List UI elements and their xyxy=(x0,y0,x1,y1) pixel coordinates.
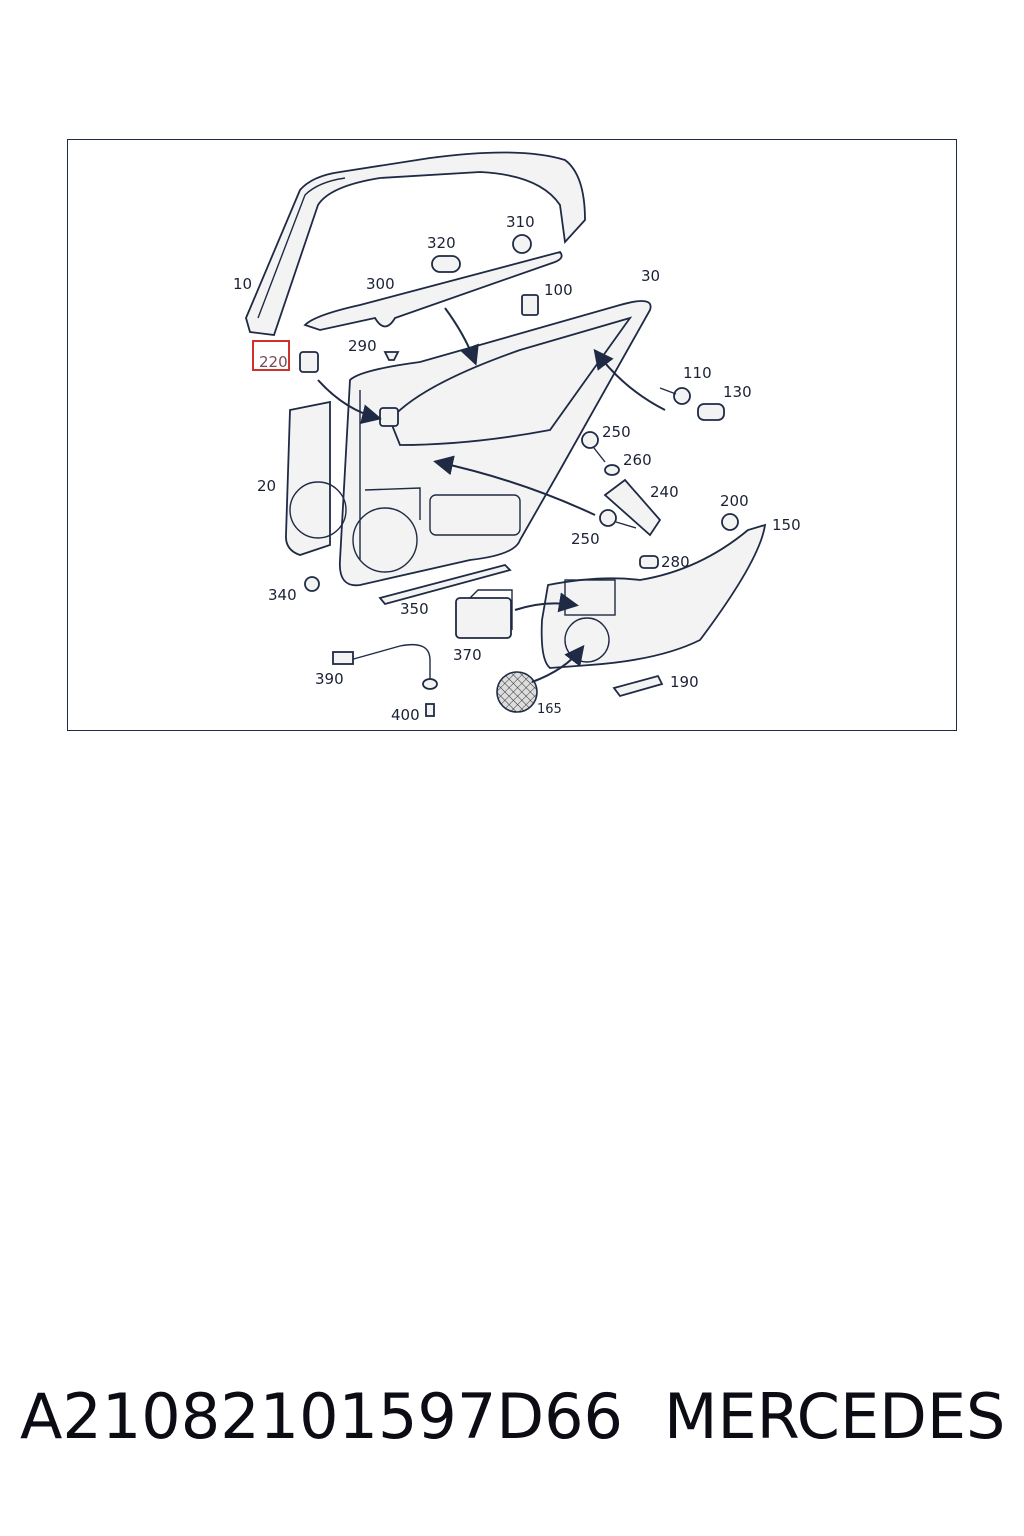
pull-handle xyxy=(612,674,664,698)
part-400-bulb xyxy=(425,703,435,717)
part-250-screw-top xyxy=(581,431,599,449)
part-340-screw xyxy=(304,576,320,592)
callout-310: 310 xyxy=(506,213,535,231)
callout-190: 190 xyxy=(670,673,699,691)
part-280-clip xyxy=(639,555,659,569)
callout-165: 165 xyxy=(537,702,562,717)
callout-30: 30 xyxy=(641,267,660,285)
exploded-parts-diagram: 10 20 30 100 110 130 150 165 190 200 220… xyxy=(233,151,801,724)
upper-trim-strip xyxy=(303,250,563,331)
callout-350: 350 xyxy=(400,600,429,618)
callout-340: 340 xyxy=(268,586,297,604)
part-320-grommet xyxy=(431,255,461,273)
part-130-srs-badge xyxy=(697,403,725,421)
speaker-grille xyxy=(496,671,538,713)
callout-labels: 10 20 30 100 110 130 150 165 190 200 220… xyxy=(233,213,801,724)
part-220-button xyxy=(299,351,319,373)
callout-320: 320 xyxy=(427,234,456,252)
part-310-plug xyxy=(512,234,532,254)
callout-280: 280 xyxy=(661,553,690,571)
callout-110: 110 xyxy=(683,364,712,382)
callout-100: 100 xyxy=(544,281,573,299)
part-260-washer xyxy=(604,464,620,476)
callout-370: 370 xyxy=(453,646,482,664)
callout-20: 20 xyxy=(257,477,276,495)
callout-200: 200 xyxy=(720,492,749,510)
part-240-bracket xyxy=(603,478,662,537)
part-100-clip xyxy=(521,294,539,316)
part-290-clip xyxy=(383,351,400,361)
callout-220: 220 xyxy=(259,353,288,371)
part-250-screw-bottom xyxy=(599,509,617,527)
callout-290: 290 xyxy=(348,337,377,355)
brand-name: MERCEDES xyxy=(664,1380,1006,1453)
lower-door-panel xyxy=(540,523,767,669)
callout-300: 300 xyxy=(366,275,395,293)
part-110-screw xyxy=(673,387,691,405)
callout-240: 240 xyxy=(650,483,679,501)
sill-strip xyxy=(378,563,512,606)
wiring-cable xyxy=(349,643,431,680)
callout-250-top: 250 xyxy=(602,423,631,441)
speaker-backing xyxy=(285,400,331,556)
callout-130: 130 xyxy=(723,383,752,401)
callout-260: 260 xyxy=(623,451,652,469)
highlight-box-220 xyxy=(252,340,290,371)
callout-250-bottom: 250 xyxy=(571,530,600,548)
callout-150: 150 xyxy=(772,516,801,534)
callout-10: 10 xyxy=(233,275,252,293)
callout-400: 400 xyxy=(391,706,420,724)
part-number: A21082101597D66 xyxy=(20,1380,623,1453)
window-frame-trim xyxy=(245,151,586,336)
part-200-cap xyxy=(721,513,739,531)
footer: A21082101597D66 MERCEDES xyxy=(0,1380,1024,1470)
control-module xyxy=(455,597,512,639)
callout-390: 390 xyxy=(315,670,344,688)
